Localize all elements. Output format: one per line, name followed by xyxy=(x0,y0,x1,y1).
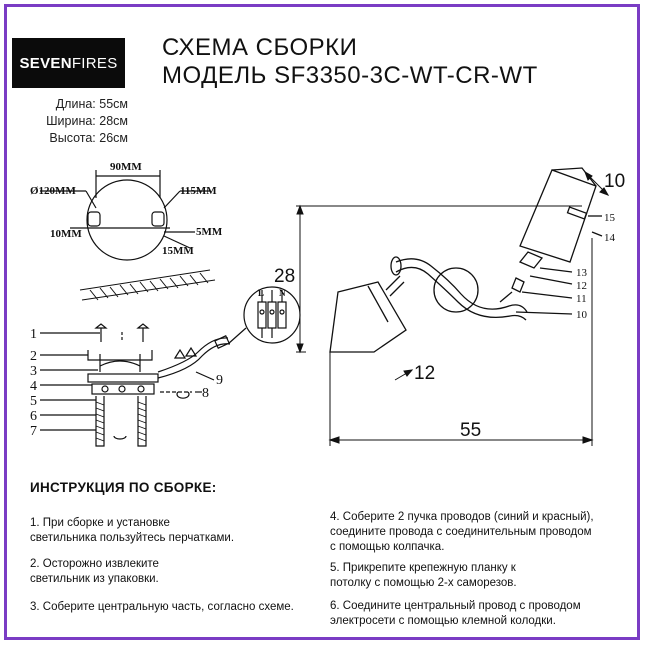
step1-line2: светильника пользуйтесь перчатками. xyxy=(30,532,235,544)
step4-line3: с помощью колпачка. xyxy=(330,541,445,553)
part-14: 14 xyxy=(604,232,616,244)
ceiling-hatch xyxy=(79,269,216,301)
step2-line1: 2. Осторожно извлеките xyxy=(30,558,159,570)
label-15mm: 15MM xyxy=(162,245,194,257)
logo-light: FIRES xyxy=(71,54,118,72)
instruction-step-2: 2. Осторожно извлеките светильник из упа… xyxy=(30,557,159,587)
dim-top-10: 10 xyxy=(604,171,625,192)
page-title: СХЕМА СБОРКИ xyxy=(162,34,358,61)
label-115mm: 115MM xyxy=(180,185,217,197)
dim-width: Ширина: 28см xyxy=(46,114,128,128)
part-5: 5 xyxy=(30,394,37,409)
label-terminal-l: L xyxy=(258,288,264,298)
label-terminal-n: N xyxy=(279,288,286,298)
part-15: 15 xyxy=(604,212,616,224)
step4-line2: соедините провода с соединительным прово… xyxy=(330,526,592,538)
dimensions-block: Длина: 55см Ширина: 28см Высота: 26см xyxy=(24,96,128,147)
step6-line2: электросети с помощью клемной колодки. xyxy=(330,615,556,627)
model-title: МОДЕЛЬ SF3350-3C-WT-CR-WT xyxy=(162,62,538,89)
page-frame xyxy=(4,4,640,640)
part-13: 13 xyxy=(576,267,588,279)
label-diameter: Ø120MM xyxy=(30,185,76,197)
dim-height-28: 28 xyxy=(274,266,295,287)
dim-height: Высота: 26см xyxy=(49,131,128,145)
step2-line2: светильник из упаковки. xyxy=(30,573,159,585)
mount-plate-diagram xyxy=(40,170,210,261)
label-10mm: 10MM xyxy=(50,228,82,240)
logo-bold: SEVEN xyxy=(19,54,72,72)
step1-line1: 1. При сборке и установке xyxy=(30,517,170,529)
part-3: 3 xyxy=(30,364,37,379)
instruction-step-1: 1. При сборке и установке светильника по… xyxy=(30,516,234,546)
step3-line1: 3. Соберите центральную часть, согласно … xyxy=(30,601,294,613)
part-8: 8 xyxy=(202,386,209,401)
part-12: 12 xyxy=(576,280,587,292)
instruction-step-5: 5. Прикрепите крепежную планку к потолку… xyxy=(330,561,517,591)
instruction-step-3: 3. Соберите центральную часть, согласно … xyxy=(30,600,294,615)
dim-spot-12: 12 xyxy=(414,363,435,384)
instruction-step-4: 4. Соберите 2 пучка проводов (синий и кр… xyxy=(330,510,594,555)
part-6: 6 xyxy=(30,409,37,424)
mount-exploded-view xyxy=(40,323,231,447)
step4-line1: 4. Соберите 2 пучка проводов (синий и кр… xyxy=(330,511,594,523)
part-10: 10 xyxy=(576,309,588,321)
part-2: 2 xyxy=(30,349,37,364)
step5-line2: потолку с помощью 2-х саморезов. xyxy=(330,577,517,589)
dim-length-55: 55 xyxy=(460,420,481,441)
instruction-step-6: 6. Соедините центральный провод с провод… xyxy=(330,599,581,629)
part-7: 7 xyxy=(30,424,37,439)
part-9: 9 xyxy=(216,373,223,388)
fixture-body xyxy=(329,167,603,353)
fixture-dimensions xyxy=(296,170,610,446)
label-90mm: 90MM xyxy=(110,161,142,173)
part-4: 4 xyxy=(30,379,37,394)
dim-length: Длина: 55см xyxy=(55,97,128,111)
step6-line1: 6. Соедините центральный провод с провод… xyxy=(330,600,581,612)
step5-line1: 5. Прикрепите крепежную планку к xyxy=(330,562,516,574)
label-5mm: 5MM xyxy=(196,226,223,238)
assembly-drawing: Ø120MM 90MM 115MM 10MM 5MM 15MM L N 1 2 … xyxy=(30,161,625,447)
part-1: 1 xyxy=(30,327,37,342)
part-11: 11 xyxy=(576,293,587,305)
instructions-heading: ИНСТРУКЦИЯ ПО СБОРКЕ: xyxy=(30,480,217,495)
